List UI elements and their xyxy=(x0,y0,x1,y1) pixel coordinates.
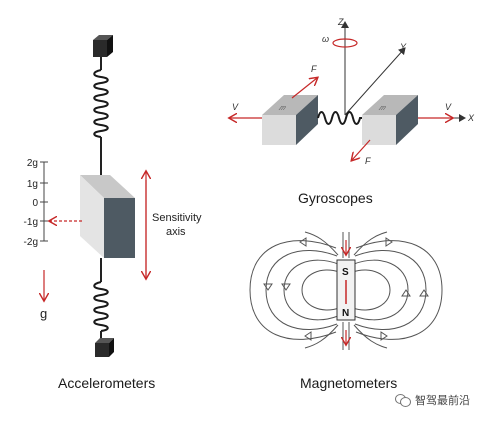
velocity-right-label: V xyxy=(445,102,452,112)
accelerometer-diagram: 2g 1g 0 -1g -2g g Sensitivity axis xyxy=(24,35,202,357)
omega-label: ω xyxy=(322,34,329,44)
z-axis-label: Z xyxy=(337,17,344,27)
scale-tick-1g: 1g xyxy=(27,179,38,190)
bar-magnet: S N xyxy=(336,259,356,321)
left-mass-label: m xyxy=(277,104,288,112)
force-left-label: F xyxy=(311,64,317,74)
y-axis xyxy=(344,47,406,116)
watermark: 智驾最前沿 xyxy=(395,392,470,408)
watermark-text: 智驾最前沿 xyxy=(415,394,470,407)
top-anchor-block xyxy=(93,35,113,57)
velocity-left-label: V xyxy=(232,102,239,112)
left-mass: m xyxy=(262,95,318,145)
bottom-anchor-block xyxy=(95,338,114,357)
x-axis-label: X xyxy=(467,113,475,123)
gyroscope-diagram: Z Y X ω m m V V F F xyxy=(230,17,475,166)
gyroscopes-caption: Gyroscopes xyxy=(298,190,373,206)
force-right-arrow xyxy=(352,139,371,160)
scale-tick-2g: 2g xyxy=(27,158,38,169)
coupling-spring xyxy=(317,111,362,125)
top-spring xyxy=(93,69,109,138)
force-right-label: F xyxy=(365,156,371,166)
magnetometer-diagram xyxy=(249,231,443,350)
north-pole-label: N xyxy=(342,308,349,319)
scale-tick-neg2g: -2g xyxy=(24,237,38,248)
rotation-arrow xyxy=(332,38,358,48)
magnetometers-caption: Magnetometers xyxy=(300,375,398,391)
scale-tick-0: 0 xyxy=(32,198,38,209)
gravity-label: g xyxy=(40,306,47,321)
sensitivity-axis-label-line1: Sensitivity xyxy=(152,212,202,224)
sensitivity-axis-label-line2: axis xyxy=(166,226,186,238)
force-left-arrow xyxy=(291,78,317,99)
scale-tick-neg1g: -1g xyxy=(24,217,38,228)
south-pole-label: S xyxy=(342,267,349,278)
right-mass-label: m xyxy=(377,104,388,112)
accelerometers-caption: Accelerometers xyxy=(58,375,156,391)
proof-mass xyxy=(80,175,135,258)
field-arrows xyxy=(263,237,429,344)
right-mass: m xyxy=(362,95,418,145)
bottom-spring xyxy=(93,281,109,332)
acceleration-scale: 2g 1g 0 -1g -2g xyxy=(24,158,48,248)
y-axis-label: Y xyxy=(400,42,407,52)
wechat-icon xyxy=(395,394,411,407)
